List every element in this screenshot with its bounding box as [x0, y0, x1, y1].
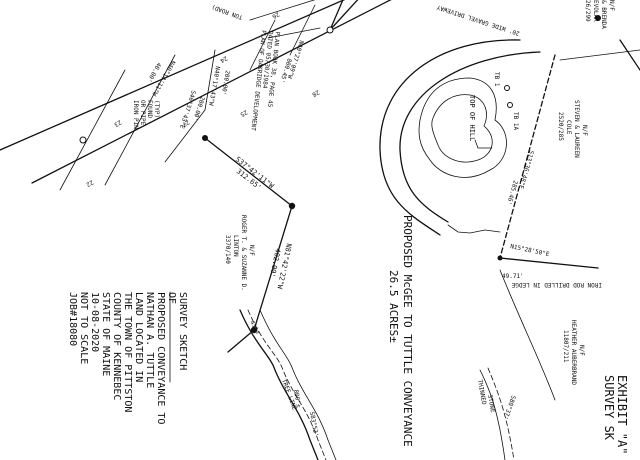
iron-pin-label: IRON PIN OR PIPE FOUND (TYP) [132, 100, 160, 129]
proposal-title: PROPOSED McGEE TO TUTTLE CONVEYANCE [401, 215, 414, 447]
exhibit-title: EXHIBIT "A" [615, 375, 629, 454]
lot-number: 24 [218, 54, 228, 64]
top-of-hill-label: TOP OF HILL [468, 95, 476, 141]
distance-8: 49.71' [502, 273, 524, 280]
lot-number: 25 [238, 108, 248, 118]
evolar-line-4: 26/299 [584, 0, 591, 22]
exhibit-subtitle: SURVEY SK [602, 375, 616, 441]
lot-number: 26 [270, 10, 280, 20]
title-line-3: PROPOSED CONVEYANCE TO [155, 292, 166, 424]
evolar-line-3: EVOLAR [592, 0, 599, 22]
title-line-1: SURVEY SKETCH [177, 292, 188, 370]
bearing-8: N15°28'50"E [510, 243, 551, 258]
stone-label: STONE [486, 394, 496, 413]
plan-reference: PLAN OF OAKRIDGE DEVELOPMENT DATED 05/30… [249, 30, 280, 132]
iron-pin-line-3: FOUND [146, 100, 153, 118]
auberbrand-line-1: N/F [578, 345, 585, 356]
title-line-6: THE TOWN OF PITTSTON [122, 292, 133, 412]
title-line-8: STATE OF MAINE [100, 292, 111, 376]
linton-line-2: ROGER T. & SUZANNE D. [240, 215, 247, 291]
cole-line-2: STEVEN & LAUREEN [573, 100, 580, 158]
proposal-acreage: 26.5 ACRES± [387, 270, 400, 343]
distance-7: 285.46' [505, 179, 519, 205]
driveway-label: 20' WIDE GRAVEL DRIVEWAY [436, 3, 521, 37]
owner-cole: N/F STEVEN & LAUREEN COLE 2520/285 [557, 100, 588, 158]
owner-evolar: N/F & BRENDA EVOLAR 26/299 [584, 0, 615, 29]
driveway-and-hill [379, 39, 541, 236]
road-label: TON ROAD) [211, 3, 244, 21]
lot-number: 22 [84, 178, 94, 188]
linton-line-4: 3370/140 [224, 235, 231, 264]
bearing-7: S13°36'48"E [517, 149, 535, 189]
title-block: SURVEY SKETCH OF PROPOSED CONVEYANCE TO … [67, 292, 188, 424]
iron-pin-line-1: IRON PIN [132, 100, 139, 129]
monuments [79, 15, 601, 334]
owner-auberbrand: N/F HEATHER AUBERBRAND 11807/211 [562, 320, 585, 385]
cole-line-1: N/F [581, 125, 588, 136]
title-line-11: JOB#18080 [67, 292, 78, 346]
iron-pin-line-2: OR PIPE [139, 100, 146, 126]
evolar-line-2: & BRENDA [600, 0, 607, 29]
property-boundary [204, 0, 640, 353]
distance-10: 800'± [292, 389, 302, 408]
title-line-2: OF [166, 292, 177, 304]
lot-number: 23 [112, 118, 122, 128]
bearing-10: S83°53' [308, 411, 319, 437]
tb1-label: TB 1 [493, 72, 500, 87]
iron-rod-label: IRON ROD DRILLED IN LEDGE [511, 281, 602, 288]
title-line-7: COUNTY OF KENNEBEC [111, 292, 122, 400]
title-line-4: NATHAN A. TUTTLE [144, 292, 155, 388]
iron-pin-line-4: (TYP) [153, 100, 160, 118]
title-line-5: LAND LOCATED IN [133, 292, 144, 382]
subdivision-lines [0, 0, 392, 191]
bearing-9: S80°37' [501, 394, 516, 420]
title-line-9: 10-08-2020 [89, 292, 100, 352]
lot-number: 27 [180, 118, 190, 128]
stream-tree-line [239, 269, 556, 460]
title-line-10: NOT TO SCALE [78, 292, 89, 364]
auberbrand-line-2: HEATHER AUBERBRAND [570, 320, 577, 385]
auberbrand-line-3: 11807/211 [562, 330, 569, 363]
tb1a-label: TB 1A [512, 112, 519, 130]
thinned-label: THINNED [476, 379, 487, 405]
owner-linton: N/F ROGER T. & SUZANNE D. LINTON 3370/14… [224, 215, 255, 291]
evolar-line-1: N/F [608, 0, 615, 11]
distance-3: 200.00' [220, 70, 231, 96]
linton-line-1: N/F [248, 245, 255, 256]
lot-number: 28 [310, 88, 320, 98]
cole-line-4: 2520/285 [557, 112, 564, 141]
cole-line-3: COLE [565, 120, 572, 135]
linton-line-3: LINTON [232, 235, 239, 257]
